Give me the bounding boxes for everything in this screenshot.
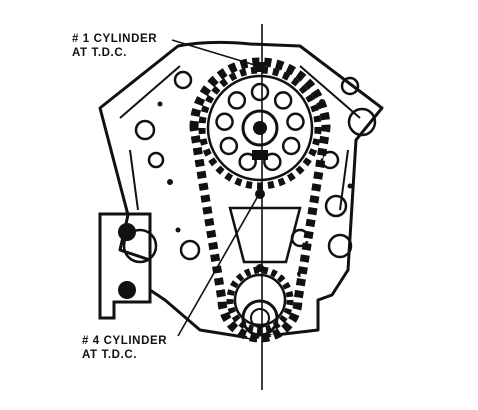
- engine-block-outline: [98, 40, 384, 340]
- cylinder4-label-line2: AT T.D.C.: [82, 349, 138, 361]
- sprocket-hole: [286, 112, 305, 131]
- cylinder4-label-line1: # 4 CYLINDER: [82, 335, 168, 347]
- cylinder4-tdc-label: # 4 CYLINDER AT T.D.C.: [82, 334, 167, 362]
- cylinder1-tdc-label: # 1 CYLINDER AT T.D.C.: [72, 32, 157, 60]
- engine-block-inner-edge: [119, 65, 361, 211]
- sprocket-hole: [227, 91, 247, 110]
- sprocket-hole: [263, 152, 282, 172]
- block-holes: [122, 70, 377, 264]
- timing-chain: [189, 57, 331, 343]
- bracket-bolt-lower: [118, 281, 136, 299]
- sprocket-hole: [238, 152, 257, 172]
- cam-top-timing-mark: [254, 62, 266, 72]
- sprocket-hole: [219, 136, 239, 156]
- camshaft-hub: [241, 109, 279, 147]
- crankshaft-sprocket: [226, 266, 294, 337]
- bracket-bolt-upper: [118, 223, 136, 241]
- cylinder1-label-line2: AT T.D.C.: [72, 47, 128, 59]
- sprocket-hole: [250, 82, 270, 102]
- chain-links: [189, 57, 331, 343]
- sprocket-hole: [281, 136, 301, 156]
- camshaft-bolt-icon: [253, 121, 267, 135]
- sprocket-hole: [215, 112, 234, 131]
- crankshaft-hub: [241, 299, 279, 337]
- cylinder1-leader-line: [171, 39, 259, 67]
- cylinder1-label-line1: # 1 CYLINDER: [72, 33, 158, 45]
- cylinder4-leader-line: [177, 195, 259, 337]
- chain-tensioner: [228, 206, 302, 264]
- sprocket-hole: [273, 91, 293, 110]
- camshaft-sprocket: [198, 66, 322, 190]
- bracket-plate: [98, 212, 152, 320]
